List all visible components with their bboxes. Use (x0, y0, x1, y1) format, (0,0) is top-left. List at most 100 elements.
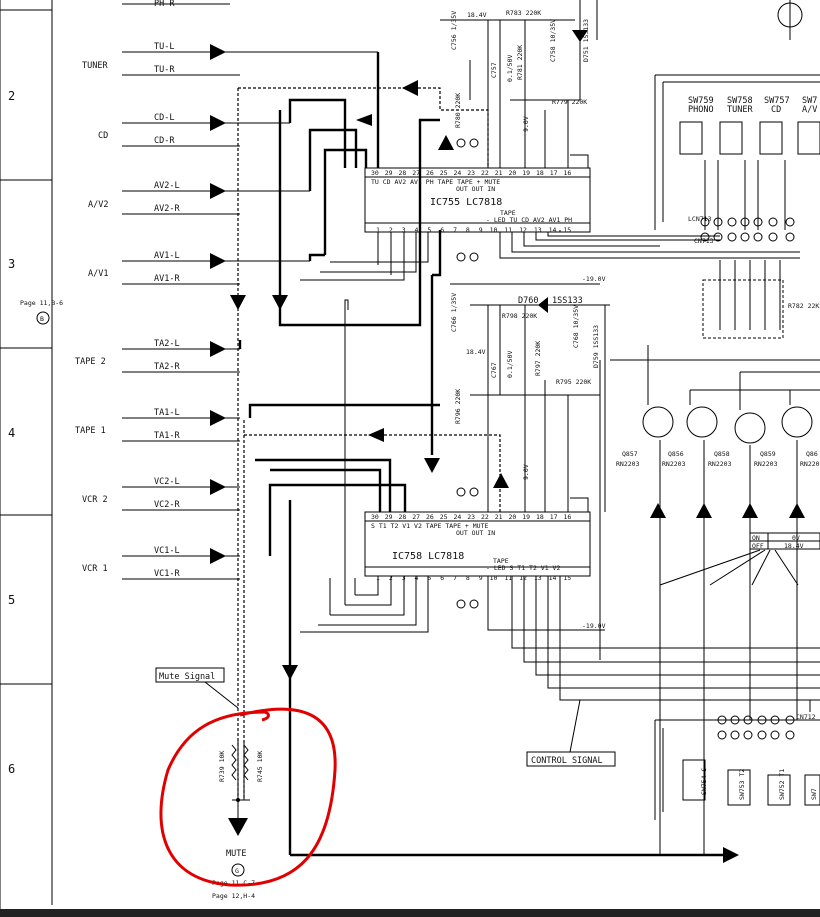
input-label-av2: A/V2 (88, 200, 108, 210)
ic758-functions-top: S T1 T2 V1 V2 TAPE TAPE + MUTE (371, 522, 488, 530)
d760-label: D760 (518, 296, 538, 306)
row-marker-4: 4 (8, 426, 15, 440)
channel-vc1-l: VC1-L (154, 546, 180, 556)
channel-tu-l: TU-L (154, 42, 174, 52)
r739-label: R739 10K (218, 751, 226, 782)
sw757-func: CD (771, 105, 781, 115)
channel-vc2-l: VC2-L (154, 477, 180, 487)
ic758-chip (364, 511, 591, 577)
top-components (440, 0, 598, 168)
ic758-functions-bottom-top: TAPE (493, 557, 509, 565)
v18-mid: 18.4V (466, 348, 486, 356)
d760-part: 1SS133 (552, 296, 583, 306)
sw759-func: PHONO (688, 105, 714, 115)
c758-label: C758 10/35V (549, 19, 557, 62)
row-marker-2: 2 (8, 89, 15, 103)
c757-value: 0.1/50V (506, 55, 514, 82)
mute-page-ref-2: Page 12,H-4 (212, 892, 255, 900)
c767-value: 0.1/50V (506, 351, 514, 378)
control-signal-label: CONTROL SIGNAL (531, 756, 603, 766)
c768-label: C768 10/35V (572, 305, 580, 348)
ic755-pins-bottom: 1 2 3 4 5 6 7 8 9 10 11 12 13 14 15 (376, 226, 571, 234)
r797-label: R797 220K (534, 341, 542, 376)
r780-label: R780 220K (454, 93, 462, 128)
red-circle-annotation (159, 707, 337, 887)
input-label-av1: A/V1 (88, 269, 108, 279)
input-label-tape1: TAPE 1 (75, 426, 106, 436)
mute-junction (236, 798, 240, 802)
r781-label: R781 220K (516, 45, 524, 80)
voltage-table (749, 532, 820, 550)
input-label-vcr2: VCR 2 (82, 495, 108, 505)
row-marker-6: 6 (8, 762, 15, 776)
q86-ref: Q86 (806, 450, 818, 458)
ic758-pins-top: 30 29 28 27 26 25 24 23 22 21 20 19 18 1… (371, 513, 571, 521)
q858-ref: Q858 (714, 450, 730, 458)
table-pointers (659, 549, 799, 586)
sw7-label: SW7 (802, 96, 817, 106)
page-ref-b: Page 11,B-6 (20, 299, 63, 307)
ic758-pins-bottom: 1 2 3 4 5 6 7 8 9 10 11 12 13 14 15 (376, 574, 571, 582)
mute-output-letter: G (235, 867, 239, 875)
transistor-arrows (650, 503, 805, 518)
sw7-func: A/V (802, 105, 817, 115)
input-label-cd: CD (98, 131, 108, 141)
bus-arrows (230, 80, 739, 863)
d751-diode (572, 30, 588, 42)
q856-part: RN2203 (662, 460, 686, 468)
c757-label: C757 (490, 62, 498, 78)
r796-label: R796 220K (454, 389, 462, 424)
switch-panel-top (654, 0, 820, 339)
ic755-functions-top: TU CD AV2 AV1 PH TAPE TAPE + MUTE (371, 178, 500, 186)
q859-ref: Q859 (760, 450, 776, 458)
channel-av2-r: AV2-R (154, 204, 180, 214)
ic758-pin-stubs (300, 299, 820, 701)
switch-panel-bottom (654, 699, 820, 820)
r798-label: R798 220K (502, 312, 537, 320)
footer-bar (0, 909, 820, 917)
sheet-border (0, 0, 53, 917)
mid-components (470, 304, 610, 512)
ic755-name: IC755 LC7818 (430, 197, 502, 208)
sw754-label: SW754 S (700, 768, 708, 795)
d760-diode (538, 297, 548, 313)
cn713-b-label: CN713 (694, 237, 714, 245)
c756-label: C756 1/35V (450, 11, 458, 50)
q857-part: RN2203 (616, 460, 640, 468)
sw759-label: SW759 (688, 96, 714, 106)
q856-ref: Q856 (668, 450, 684, 458)
v18-top: 18.4V (467, 11, 487, 19)
mute-output-circle (231, 863, 245, 877)
table-on: ON (752, 534, 760, 542)
mute-page-ref-1: Page 11,C-7 (212, 879, 255, 887)
c767-label: C767 (490, 362, 498, 378)
transistor-row (599, 345, 820, 855)
q858-part: RN2203 (708, 460, 732, 468)
cn712-label-text: CN712 (796, 713, 816, 721)
ic758-name: IC758 LC7818 (392, 551, 464, 562)
input-label-tuner: TUNER (82, 61, 108, 71)
input-label-tape2: TAPE 2 (75, 357, 106, 367)
dashed-buses (237, 87, 501, 800)
channel-ta1-r: TA1-R (154, 431, 180, 441)
table-18v: 18.4V (784, 542, 804, 550)
channel-av1-r: AV1-R (154, 274, 180, 284)
channel-av1-l: AV1-L (154, 251, 180, 261)
routing-buses (238, 52, 735, 857)
ic758-functions-top-2: OUT OUT IN (456, 529, 495, 537)
vneg-mid: -19.0V (582, 622, 606, 630)
mute-network (231, 740, 250, 820)
v9-mid: 9.0V (522, 464, 530, 480)
q86-part: RN2203 (800, 460, 820, 468)
channel-ta2-l: TA2-L (154, 339, 180, 349)
sw758-label: SW758 (727, 96, 753, 106)
input-label-vcr1: VCR 1 (82, 564, 108, 574)
mute-arrow (228, 818, 248, 836)
channel-ta2-r: TA2-R (154, 362, 180, 372)
label-ph-r: PH-R (154, 0, 175, 9)
ic755-pins-top: 30 29 28 27 26 25 24 23 22 21 20 19 18 1… (371, 169, 571, 177)
channel-av2-l: AV2-L (154, 181, 180, 191)
r783-label: R783 220K (506, 9, 541, 17)
table-0v: 0V (792, 534, 800, 542)
channel-tu-r: TU-R (154, 65, 175, 75)
